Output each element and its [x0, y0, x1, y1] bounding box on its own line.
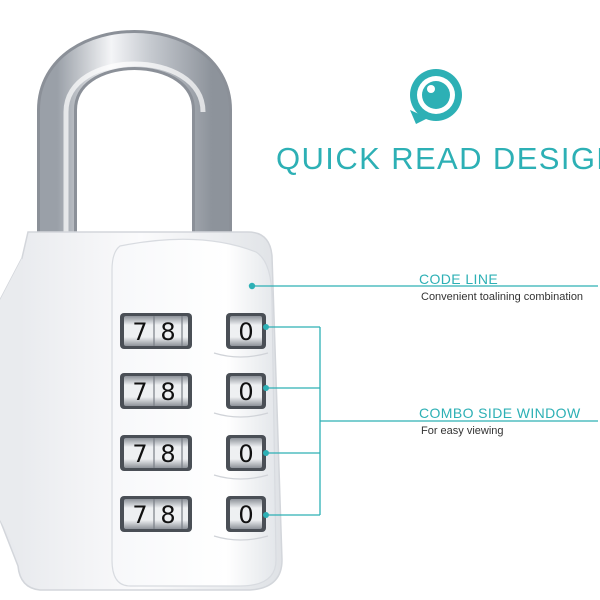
callout-side-window-title: COMBO SIDE WINDOW: [419, 405, 581, 421]
dial-digit: 8: [160, 378, 175, 406]
dial-ridge: [213, 412, 269, 418]
dial-ridge: [213, 535, 269, 541]
callout-code-line-desc: Convenient toalining combination: [421, 291, 584, 303]
side-window-digit: 0: [238, 501, 253, 529]
lock-body: [0, 231, 283, 591]
dial-digit: 8: [160, 440, 175, 468]
dial-digit: 7: [132, 318, 147, 346]
dial-digit: 7: [132, 378, 147, 406]
dial-digit: 7: [132, 501, 147, 529]
dial-digit: 8: [160, 501, 175, 529]
dial-digit: 7: [132, 440, 147, 468]
callout-dots: [248, 282, 269, 518]
speech-bubble-eye-icon: [410, 69, 462, 124]
side-window-digit: 0: [238, 378, 253, 406]
dial-digit: 8: [160, 318, 175, 346]
callout-code-line-title: CODE LINE: [419, 271, 499, 287]
callout-lines: [252, 285, 598, 516]
side-window-digit: 0: [238, 440, 253, 468]
dial-ridge: [213, 352, 269, 358]
headline: QUICK READ DESIGN: [276, 141, 600, 176]
callout-side-window-desc: For easy viewing: [421, 425, 504, 437]
side-window-digit: 0: [238, 318, 253, 346]
dial-ridge: [213, 474, 269, 480]
shackle: [37, 30, 232, 248]
